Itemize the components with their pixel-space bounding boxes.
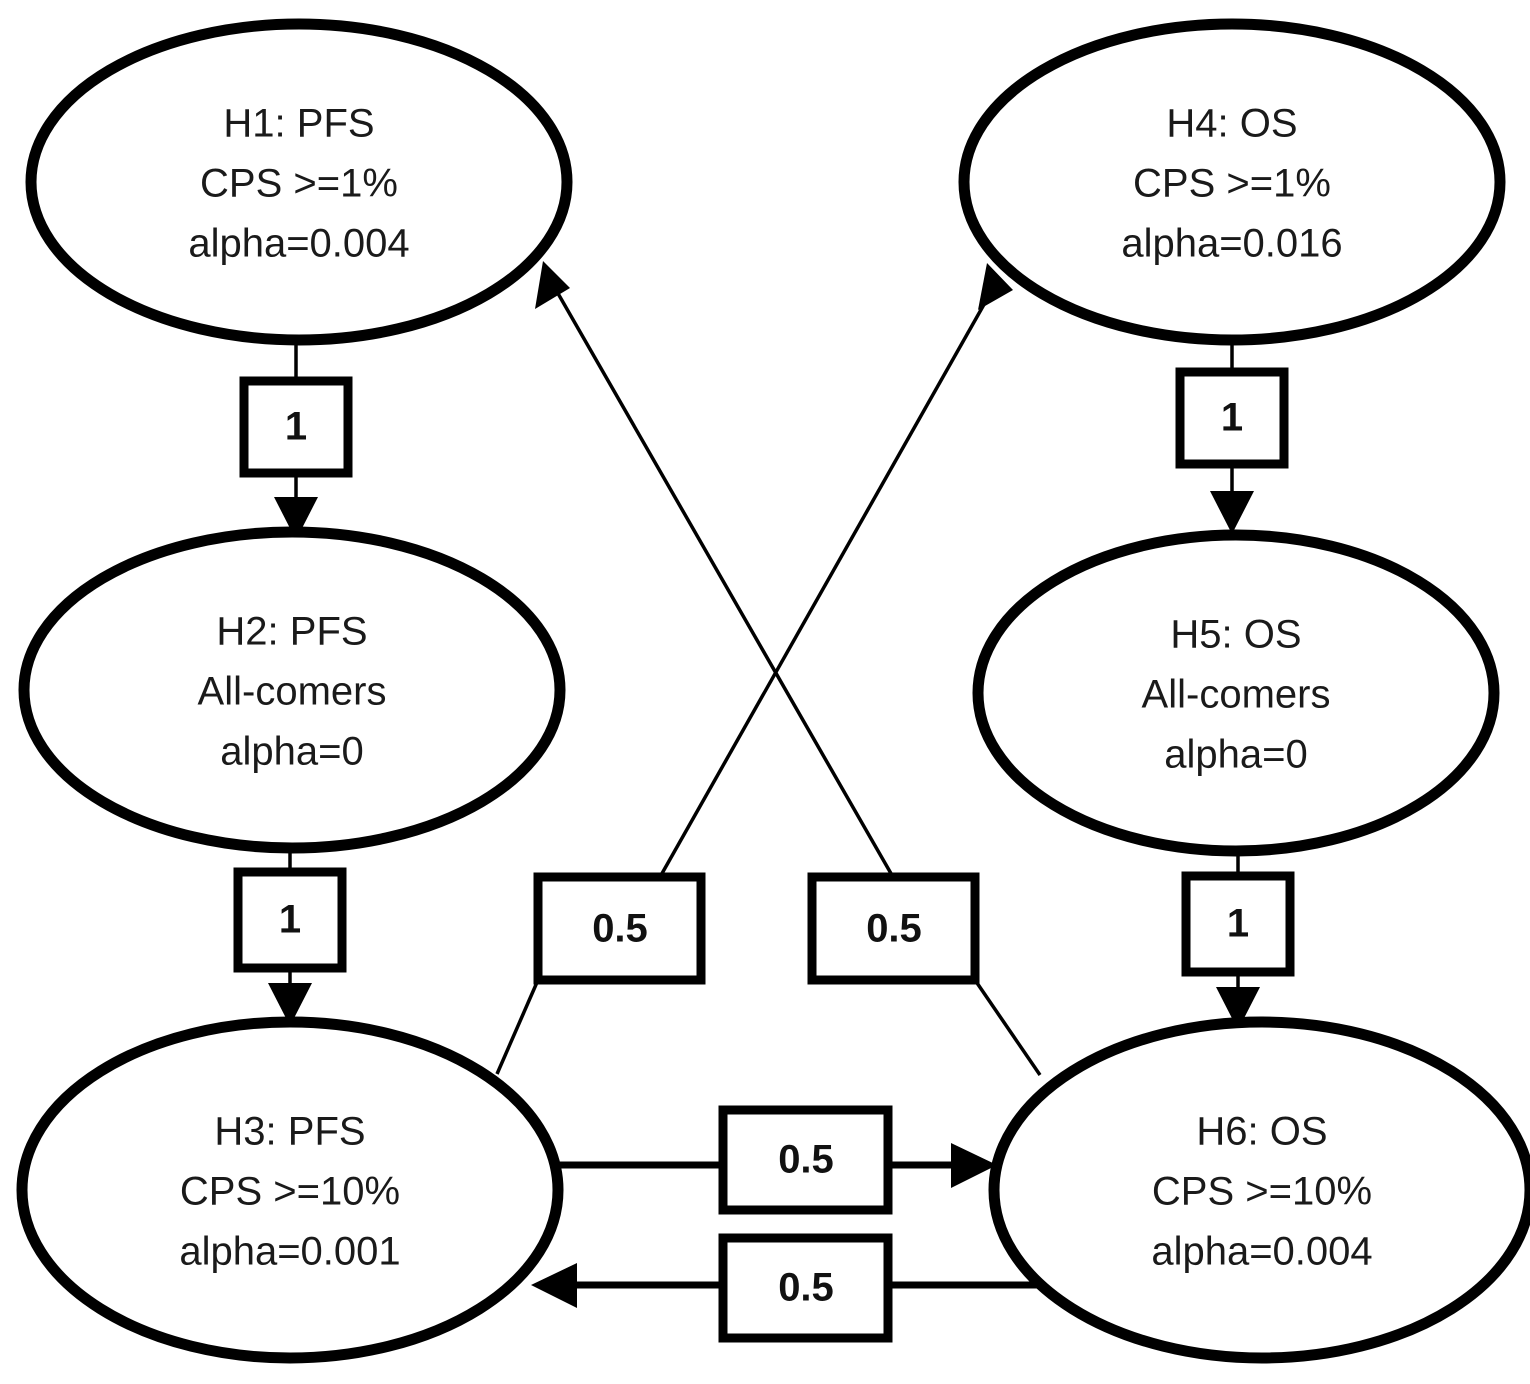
- node-h4-line1: H4: OS: [1166, 102, 1297, 146]
- arrowhead-h6-h3: [531, 1263, 577, 1308]
- node-h5[interactable]: H5: OS All-comers alpha=0: [972, 529, 1500, 857]
- node-h4-ellipse[interactable]: [958, 18, 1506, 346]
- node-h4-line3: alpha=0.016: [1121, 222, 1342, 266]
- weight-label-h5-h6: 1: [1227, 902, 1249, 946]
- node-h1-ellipse[interactable]: [25, 18, 573, 346]
- node-h6-line1: H6: OS: [1196, 1110, 1327, 1154]
- arrowhead-h1-h2: [274, 497, 318, 540]
- node-h5-line3: alpha=0: [1164, 733, 1307, 777]
- arrowhead-h4-h5: [1210, 491, 1254, 534]
- node-h3-line3: alpha=0.001: [179, 1230, 400, 1274]
- weight-box-h5-h6[interactable]: 1: [1181, 871, 1295, 977]
- node-h2-line3: alpha=0: [220, 730, 363, 774]
- weight-box-h3-h6-rect[interactable]: [718, 1105, 893, 1215]
- node-h1-line3: alpha=0.004: [188, 222, 409, 266]
- node-h5-line1: H5: OS: [1170, 613, 1301, 657]
- edge-h1-to-h2: [274, 338, 318, 540]
- weight-box-h2-h3-rect[interactable]: [233, 867, 347, 973]
- weight-label-h3-h6: 0.5: [778, 1138, 834, 1182]
- edge-line-h6-h1-lower: [973, 979, 1042, 1076]
- weight-box-h1-h2-rect[interactable]: [239, 376, 353, 478]
- weight-box-h2-h3[interactable]: 1: [233, 867, 347, 973]
- node-h3-line2: CPS >=10%: [180, 1170, 400, 1214]
- weight-label-h2-h3: 1: [279, 898, 301, 942]
- arrowhead-h5-h6: [1216, 987, 1260, 1030]
- node-h2[interactable]: H2: PFS All-comers alpha=0: [18, 526, 566, 854]
- edge-line-h3-h4-lower: [495, 979, 540, 1075]
- arrowhead-h6-h1: [535, 261, 570, 309]
- node-h2-line1: H2: PFS: [216, 610, 367, 654]
- weight-label-h4-h5: 1: [1221, 396, 1243, 440]
- node-h1[interactable]: H1: PFS CPS >=1% alpha=0.004: [25, 18, 573, 346]
- node-h3-ellipse[interactable]: [16, 1016, 564, 1364]
- weight-box-h6-h1[interactable]: 0.5: [807, 872, 980, 985]
- node-h5-ellipse[interactable]: [972, 529, 1500, 857]
- arrowhead-h3-h4: [978, 263, 1013, 310]
- node-h6[interactable]: H6: OS CPS >=10% alpha=0.004: [988, 1016, 1530, 1364]
- node-h1-line1: H1: PFS: [223, 102, 374, 146]
- weight-box-h5-h6-rect[interactable]: [1181, 871, 1295, 977]
- weight-box-h3-h6[interactable]: 0.5: [718, 1105, 893, 1215]
- weight-box-h3-h4-rect[interactable]: [533, 872, 706, 985]
- node-h6-line3: alpha=0.004: [1151, 1230, 1372, 1274]
- weight-box-h4-h5-rect[interactable]: [1175, 367, 1289, 469]
- arrowhead-h2-h3: [268, 983, 312, 1026]
- node-h3[interactable]: H3: PFS CPS >=10% alpha=0.001: [16, 1016, 564, 1364]
- weight-box-h6-h1-rect[interactable]: [807, 872, 980, 985]
- weight-box-h6-h3[interactable]: 0.5: [718, 1233, 893, 1343]
- node-h2-ellipse[interactable]: [18, 526, 566, 854]
- arrowhead-h3-h6: [951, 1143, 997, 1188]
- weight-box-h3-h4[interactable]: 0.5: [533, 872, 706, 985]
- node-h4-line2: CPS >=1%: [1133, 162, 1331, 206]
- node-h3-line1: H3: PFS: [214, 1110, 365, 1154]
- edge-h6-to-h3: [531, 1263, 1050, 1308]
- node-h6-line2: CPS >=10%: [1152, 1170, 1372, 1214]
- edge-h6-to-h1: [535, 261, 1042, 1076]
- node-h4[interactable]: H4: OS CPS >=1% alpha=0.016: [958, 18, 1506, 346]
- node-h2-line2: All-comers: [198, 670, 387, 714]
- weight-box-h6-h3-rect[interactable]: [718, 1233, 893, 1343]
- node-h6-ellipse[interactable]: [988, 1016, 1530, 1364]
- weight-box-h4-h5[interactable]: 1: [1175, 367, 1289, 469]
- weight-box-h1-h2[interactable]: 1: [239, 376, 353, 478]
- edge-h3-to-h6: [553, 1143, 997, 1188]
- node-h5-line2: All-comers: [1142, 673, 1331, 717]
- weight-label-h1-h2: 1: [285, 405, 307, 449]
- weight-label-h6-h3: 0.5: [778, 1266, 834, 1310]
- node-h1-line2: CPS >=1%: [200, 162, 398, 206]
- weight-label-h6-h1: 0.5: [866, 907, 922, 951]
- edge-h3-to-h4: [495, 263, 1013, 1075]
- edge-line-h6-h1-upper: [550, 282, 895, 878]
- weight-label-h3-h4: 0.5: [592, 907, 648, 951]
- edge-line-h3-h4-upper: [658, 284, 997, 878]
